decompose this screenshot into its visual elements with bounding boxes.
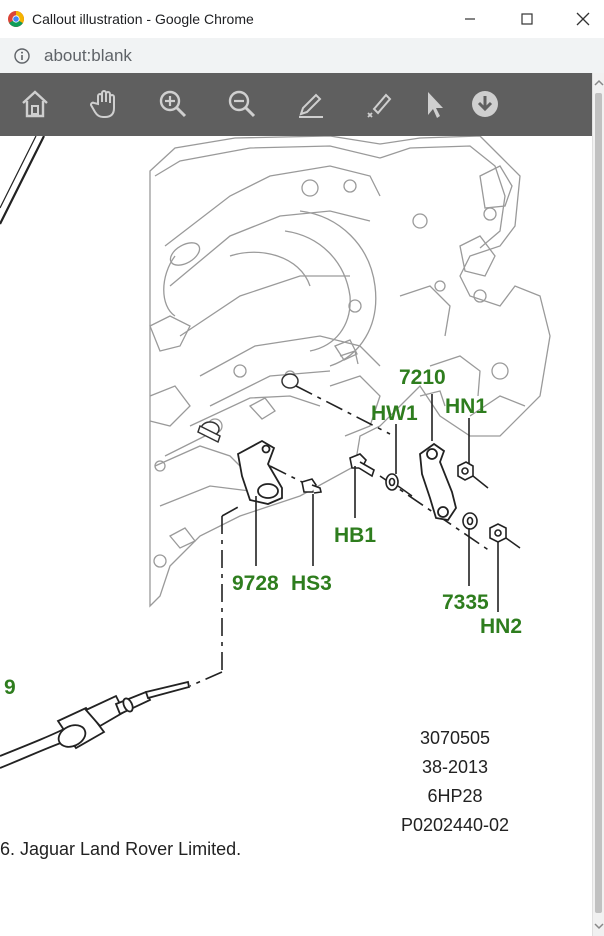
shifter-cable — [0, 680, 191, 769]
zoom-out-icon — [228, 90, 256, 118]
zoom-in-button[interactable] — [156, 87, 190, 121]
minimize-icon — [465, 18, 475, 20]
zoom-in-icon — [159, 90, 187, 118]
home-icon — [22, 90, 48, 118]
select-button[interactable] — [418, 87, 452, 121]
eraser-button[interactable] — [362, 87, 396, 121]
pointer-icon — [428, 92, 443, 118]
address-bar[interactable]: about:blank — [0, 38, 604, 74]
pen-icon — [299, 93, 323, 118]
window-title: Callout illustration - Google Chrome — [32, 11, 254, 27]
callout-hb1: HB1 — [334, 524, 376, 547]
maximize-icon — [521, 13, 533, 25]
callout-hw1: HW1 — [371, 402, 418, 425]
callout-hn1: HN1 — [445, 395, 487, 418]
minimize-button[interactable] — [447, 0, 493, 38]
meta-line-2: 38-2013 — [422, 757, 488, 777]
bolt-hb1 — [349, 453, 375, 478]
callout-hs3: HS3 — [291, 572, 332, 595]
vertical-scrollbar[interactable] — [592, 73, 604, 936]
home-button[interactable] — [18, 87, 52, 121]
lever-7210 — [419, 442, 457, 521]
callout-7335: 7335 — [442, 591, 489, 614]
meta-line-4: P0202440-02 — [401, 815, 509, 835]
selector-shaft — [197, 373, 299, 444]
close-button[interactable] — [560, 0, 604, 38]
meta-line-1: 3070505 — [420, 728, 490, 748]
callout-7210: 7210 — [399, 366, 446, 389]
illustration-canvas[interactable]: 7210 HW1 HN1 HB1 9728 HS3 7335 HN2 9 307… — [0, 136, 592, 936]
callout-illustration: 7210 HW1 HN1 HB1 9728 HS3 7335 HN2 9 307… — [0, 136, 551, 835]
cable-upper — [0, 136, 45, 225]
download-button[interactable] — [468, 87, 502, 121]
fastener-shafts — [397, 475, 521, 549]
nut-hn1 — [457, 461, 474, 481]
zoom-out-button[interactable] — [225, 87, 259, 121]
info-icon[interactable] — [14, 48, 30, 64]
download-icon — [472, 91, 498, 117]
hand-icon — [90, 90, 115, 118]
pan-button[interactable] — [88, 87, 122, 121]
callout-hn2: HN2 — [480, 615, 522, 638]
leader-lines — [255, 394, 499, 612]
maximize-button[interactable] — [504, 0, 550, 38]
scroll-up-icon[interactable] — [593, 77, 604, 89]
close-icon — [576, 12, 590, 26]
url-text[interactable]: about:blank — [44, 46, 132, 65]
nut-hn2 — [489, 523, 507, 543]
title-bar: Callout illustration - Google Chrome — [0, 0, 604, 38]
copyright-text: 6. Jaguar Land Rover Limited. — [0, 839, 242, 859]
washer-7335 — [462, 512, 478, 530]
callout-9728: 9728 — [232, 572, 279, 595]
eraser-icon — [367, 93, 392, 118]
callout-9: 9 — [4, 676, 16, 699]
viewer-toolbar — [0, 73, 592, 136]
washer-hw1 — [385, 473, 399, 491]
bracket-9728 — [236, 439, 283, 505]
meta-line-3: 6HP28 — [427, 786, 482, 806]
scroll-thumb[interactable] — [595, 93, 602, 913]
scroll-down-icon[interactable] — [593, 920, 604, 932]
chrome-logo-icon — [8, 11, 24, 27]
screw-hs3 — [301, 478, 322, 494]
pen-button[interactable] — [294, 87, 328, 121]
